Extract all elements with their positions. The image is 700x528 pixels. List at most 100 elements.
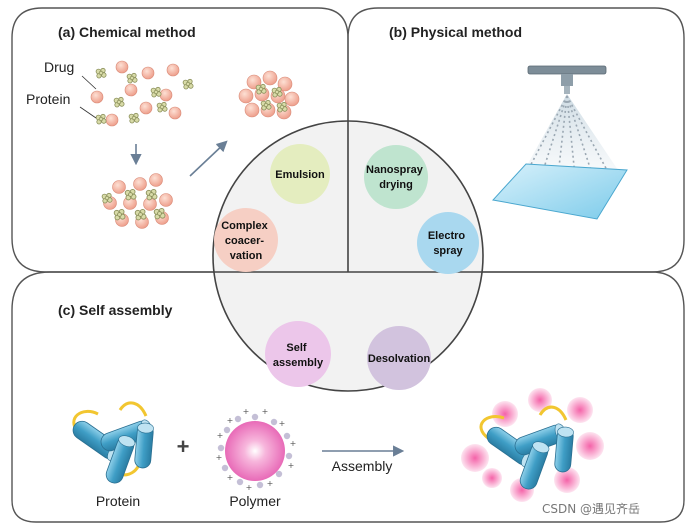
drug-molecule — [156, 101, 168, 113]
charge-bead — [285, 452, 293, 460]
self-assembly-title: (c) Self assembly — [58, 302, 173, 318]
polymer-blob — [482, 468, 502, 488]
drug-molecule — [95, 67, 107, 79]
polymer-blob — [567, 397, 593, 423]
spray-stream — [566, 95, 593, 175]
protein-helix-bundle — [72, 401, 154, 484]
electrospray-circle — [417, 212, 479, 274]
charge-bead — [234, 415, 242, 423]
charge-bead — [236, 478, 244, 486]
plus-sign: + — [177, 434, 190, 459]
spray-stream — [566, 95, 576, 177]
charge-bead — [223, 426, 231, 434]
nozzle-body — [561, 74, 573, 86]
self-assembly-circle — [265, 321, 331, 387]
bottom-protein-label: Protein — [96, 493, 140, 509]
spray-stream — [566, 95, 609, 173]
self-assembly-method: Self assembly — [265, 321, 331, 387]
chemical-method-title: (a) Chemical method — [58, 24, 196, 40]
drug-pointer — [81, 75, 97, 90]
drug-molecule — [276, 101, 288, 113]
diagonal-arrow — [189, 140, 228, 177]
plus-charge: + — [243, 407, 250, 416]
polymer-blob — [461, 444, 489, 472]
charge-bead — [217, 444, 225, 452]
plus-charge: + — [227, 473, 234, 482]
polymer-particle: + + + + + + + + + + + — [216, 407, 297, 492]
plus-charge: + — [288, 461, 295, 470]
drug-molecule — [153, 207, 166, 220]
loop-connector — [479, 415, 505, 440]
drug-molecule — [113, 96, 125, 108]
spray-stream — [557, 95, 568, 177]
drug-molecule — [150, 86, 162, 98]
scattered-particles-group — [90, 60, 194, 127]
method-wheel: Emulsion Complex coacer- vation Nanospra… — [212, 120, 484, 392]
self-assembly-label: Self assembly — [273, 342, 324, 369]
physical-panel-frame — [347, 7, 685, 273]
protein-particle — [238, 88, 254, 104]
electrospray-label: Electro spray — [428, 230, 468, 257]
nanospray-drying-label: Nanospray drying — [366, 164, 426, 191]
dense-nanoparticle — [238, 70, 300, 120]
plus-charge: + — [279, 419, 286, 428]
drug-molecule — [134, 208, 147, 221]
polymer-label: Polymer — [229, 493, 281, 509]
protein-particle — [112, 180, 126, 194]
helix-cylinder-cap — [137, 422, 154, 434]
polymer-blob — [554, 467, 580, 493]
assembly-label: Assembly — [332, 458, 393, 474]
nozzle-plate — [527, 65, 607, 75]
charge-bead — [283, 432, 291, 440]
polymer-blob — [528, 388, 552, 412]
charge-bead — [270, 418, 278, 426]
protein-particle — [277, 76, 293, 92]
drug-molecule — [182, 78, 194, 90]
emulsion-label: Emulsion — [275, 169, 325, 181]
emulsion-method: Emulsion — [270, 144, 330, 204]
plus-charge: + — [267, 479, 274, 488]
protein-particle — [139, 101, 153, 115]
plus-charge: + — [227, 416, 234, 425]
glass-slide — [492, 163, 628, 220]
loop-connector — [538, 405, 568, 421]
polymer-charges: + + + + + + + + + + + — [216, 407, 297, 492]
protein-pointer — [79, 106, 97, 119]
desolvation-circle — [367, 326, 431, 390]
polymer-core — [225, 421, 285, 481]
polymer-blob — [576, 432, 604, 460]
nanospray-drying-circle — [364, 145, 428, 209]
drug-molecule — [124, 188, 137, 201]
charge-bead — [251, 413, 259, 421]
protein-particle — [262, 70, 278, 86]
helix-cylinder — [105, 435, 136, 484]
charge-bead — [275, 470, 283, 478]
helix-cylinder — [519, 441, 550, 490]
desolvation-label: Desolvation — [368, 353, 431, 365]
protein-particle — [166, 63, 180, 77]
protein-particle — [90, 90, 104, 104]
protein-particle — [105, 113, 119, 127]
drug-molecule — [113, 208, 126, 221]
desolvation-method: Desolvation — [367, 326, 431, 390]
protein-particle — [159, 88, 173, 102]
chemical-panel-frame — [11, 7, 349, 273]
helix-cylinder-cap — [118, 435, 136, 448]
protein-particle — [284, 91, 300, 107]
charge-bead — [221, 464, 229, 472]
protein-particle — [244, 102, 260, 118]
drug-molecule — [95, 113, 107, 125]
drug-molecule — [145, 188, 158, 201]
helix-cylinder-cap — [532, 441, 550, 454]
loop-connector — [118, 401, 148, 417]
helix-cylinder — [554, 426, 574, 473]
protein-particle — [133, 177, 147, 191]
protein-particle — [141, 66, 155, 80]
protein-particle — [124, 83, 138, 97]
assembled-complex — [461, 388, 604, 502]
protein-particle — [149, 173, 163, 187]
plus-charge: + — [246, 483, 253, 492]
drug-molecule — [126, 72, 138, 84]
nozzle-tip — [564, 86, 570, 94]
